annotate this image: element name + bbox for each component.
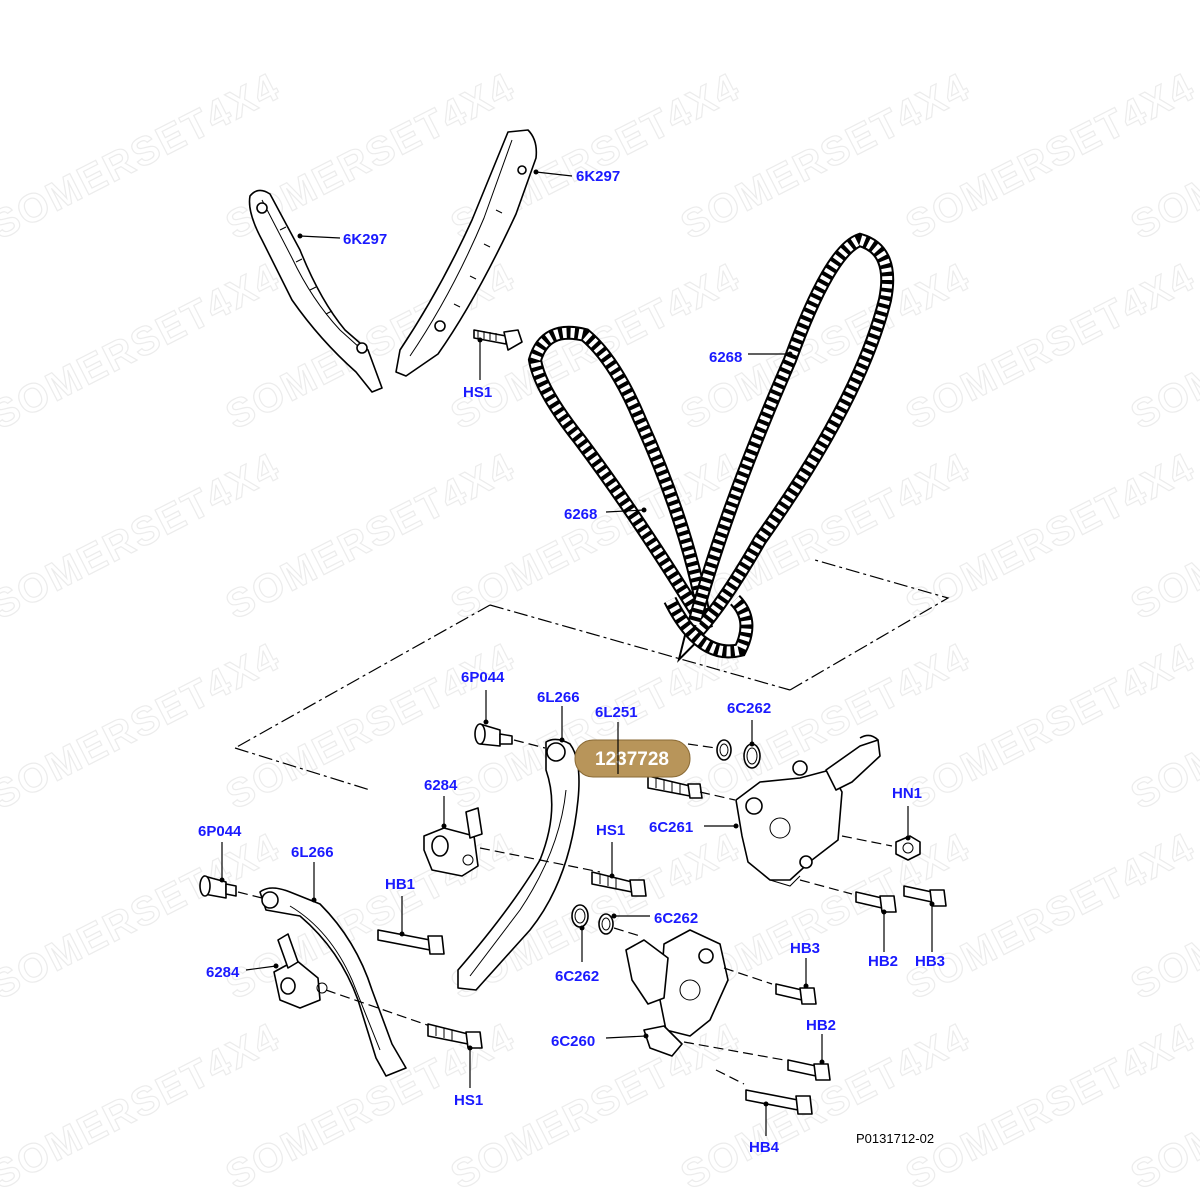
axis-line (513, 739, 546, 749)
axis-line (237, 891, 263, 899)
label-hs1-low[interactable]: HS1 (454, 1092, 483, 1109)
label-6284-upper[interactable]: 6284 (424, 777, 458, 794)
label-6c260[interactable]: 6C260 (551, 1033, 595, 1050)
label-6284-lower[interactable]: 6284 (206, 964, 240, 981)
guide-6l266-upper (457, 738, 580, 991)
bolt-hb3-mid (775, 983, 817, 1005)
tensioner-body-6c261 (735, 734, 881, 887)
label-6268-lower[interactable]: 6268 (564, 506, 597, 523)
bolt-hb2-low (787, 1059, 831, 1081)
seal-6c262-mid (571, 904, 614, 935)
tensioner-body-6c260 (625, 929, 729, 1057)
label-hb4[interactable]: HB4 (749, 1139, 780, 1156)
seal-6c262-top (716, 739, 761, 769)
tensioner-6284-lower (273, 933, 328, 1009)
bolt-6l251 (647, 775, 703, 799)
axis-line (715, 1069, 745, 1085)
label-hs1-mid[interactable]: HS1 (596, 822, 625, 839)
axis-line (687, 743, 717, 749)
timing-chain (527, 232, 895, 663)
bolt-hb1 (377, 929, 445, 955)
bolt-hb2-right (855, 891, 897, 913)
axis-line (799, 879, 853, 895)
label-hb2-right[interactable]: HB2 (868, 953, 898, 970)
axis-line (325, 989, 431, 1027)
label-hb2-low[interactable]: HB2 (806, 1017, 836, 1034)
axis-line (841, 835, 893, 847)
tensioner-6284-upper (423, 807, 483, 877)
bolt-hb4 (745, 1089, 813, 1115)
leader-lines (219, 169, 935, 1136)
axis-line (699, 791, 736, 801)
label-6c262-mid[interactable]: 6C262 (654, 910, 698, 927)
axis-line (723, 967, 773, 985)
watermark-layer: SOMERSET4X4 SOMERSET4X4 SOMERSET4X4 SOME… (0, 64, 1200, 1199)
label-6c261[interactable]: 6C261 (649, 819, 693, 836)
label-hs1-top[interactable]: HS1 (463, 384, 492, 401)
label-6p044-upper[interactable]: 6P044 (461, 669, 505, 686)
highlight-part-number: 1237728 (595, 749, 669, 770)
pin-6p044-upper (474, 723, 513, 747)
bolt-hs1-top (473, 329, 523, 351)
label-6l266-lower[interactable]: 6L266 (291, 844, 334, 861)
highlight-badge-background (574, 739, 691, 778)
label-6c262-top[interactable]: 6C262 (727, 700, 771, 717)
axis-line (479, 847, 601, 873)
axis-line (683, 1041, 785, 1061)
chain-guide-upper-right (395, 129, 538, 377)
label-hb3-right[interactable]: HB3 (915, 953, 945, 970)
label-6268-upper[interactable]: 6268 (709, 349, 742, 366)
label-6c262-low[interactable]: 6C262 (555, 968, 599, 985)
nut-hn1 (895, 835, 921, 861)
part-labels: 6K297 6K297 HS1 6268 6268 6P044 6L266 6L… (198, 168, 945, 1156)
bolt-hs1-low (427, 1023, 483, 1049)
label-hn1[interactable]: HN1 (892, 785, 922, 802)
label-6k297-right[interactable]: 6K297 (576, 168, 620, 185)
label-hb1[interactable]: HB1 (385, 876, 415, 893)
bolt-hs1-mid (591, 871, 647, 897)
label-6l266-upper[interactable]: 6L266 (537, 689, 580, 706)
pin-6p044-lower (199, 875, 237, 899)
diagram-reference-code: P0131712-02 (856, 1131, 934, 1146)
guide-6l266-lower (259, 887, 407, 1077)
axis-line (613, 927, 641, 937)
chain-guide-upper-left (248, 189, 383, 393)
assembly-plane-outline (234, 559, 950, 791)
highlighted-part-badge[interactable]: 1237728 (574, 739, 691, 778)
label-hb3-mid[interactable]: HB3 (790, 940, 820, 957)
label-6k297-left[interactable]: 6K297 (343, 231, 387, 248)
label-6p044-lower[interactable]: 6P044 (198, 823, 242, 840)
label-6l251[interactable]: 6L251 (595, 704, 638, 721)
